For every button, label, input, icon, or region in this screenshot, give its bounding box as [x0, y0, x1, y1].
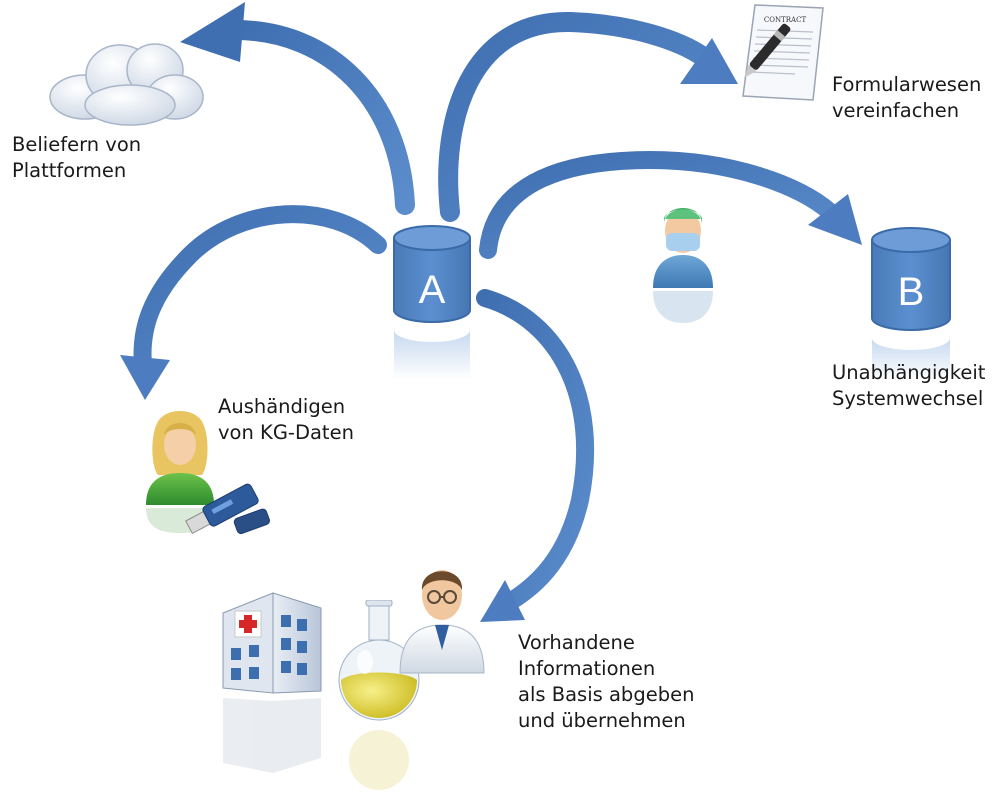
arrow-to-b — [479, 150, 862, 259]
label-existing-info-line-3: als Basis abgeben — [518, 683, 695, 706]
patient-icon — [146, 411, 214, 533]
label-forms-line-1: Formularwesen — [832, 73, 982, 96]
label-platforms-line-2: Plattformen — [12, 159, 127, 182]
svg-text:CONTRACT: CONTRACT — [764, 16, 807, 24]
doctor-icon — [399, 570, 485, 674]
label-existing-info: Vorhandene Informationen als Basis abgeb… — [518, 630, 694, 734]
lab-flask-icon — [338, 600, 420, 790]
label-platforms-line-1: Beliefern von — [12, 133, 142, 156]
contract-document-icon: CONTRACT — [742, 4, 824, 101]
database-a-label: A — [419, 268, 446, 312]
arrow-to-hand-out — [120, 205, 387, 400]
label-independence-line-2: Systemwechsel — [832, 387, 984, 410]
arrow-to-platforms — [180, 2, 415, 215]
label-existing-info-line-2: Informationen — [518, 657, 656, 680]
usb-stick-icon — [185, 483, 270, 535]
arrow-to-existing-info — [476, 289, 595, 622]
label-existing-info-line-1: Vorhandene — [518, 631, 635, 654]
database-b-label: B — [898, 270, 925, 314]
hospital-icon — [222, 592, 322, 773]
label-existing-info-line-4: und übernehmen — [518, 709, 686, 732]
database-b: B — [871, 227, 951, 380]
cloud-icon — [49, 43, 204, 126]
label-hand-out: Aushändigen von KG-Daten — [218, 394, 354, 446]
label-forms-line-2: vereinfachen — [832, 99, 960, 122]
database-a: A — [393, 225, 471, 380]
label-platforms: Beliefern von Plattformen — [12, 132, 141, 184]
label-hand-out-line-2: von KG-Daten — [218, 421, 354, 444]
label-independence-line-1: Unabhängigkeit — [832, 361, 986, 384]
label-hand-out-line-1: Aushändigen — [218, 395, 346, 418]
label-forms: Formularwesen vereinfachen — [832, 72, 981, 124]
label-independence: Unabhängigkeit Systemwechsel — [832, 360, 985, 412]
surgeon-icon — [653, 208, 713, 323]
arrow-to-forms — [438, 11, 738, 222]
